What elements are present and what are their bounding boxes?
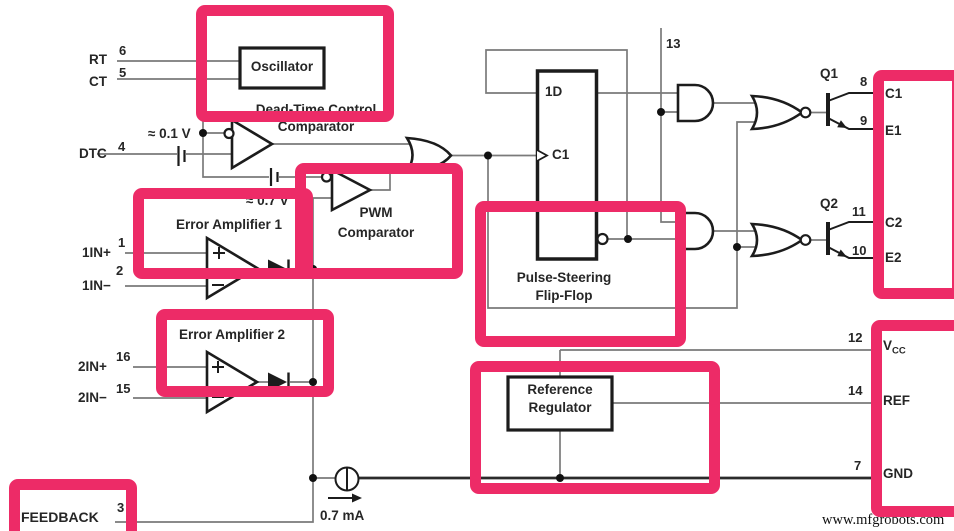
junction-dots [199,75,741,482]
error-amplifier2-triangle [205,349,260,415]
and-gate-2 [676,211,715,251]
offset-dtc-label: ≈ 0.1 V [148,126,191,141]
offset-source-dtc [177,146,186,166]
pin-num-dtc: 4 [118,139,126,154]
error-amplifier1-triangle [205,235,260,301]
flip-flop-label-1: Pulse-Steering [516,270,612,285]
ff-port-c1: C1 [552,147,570,162]
error-amp2-label: Error Amplifier 2 [179,327,286,342]
dtcomp-input-bubble [223,127,235,140]
offset-source-pwm [269,168,279,186]
flip-flop-box [535,69,599,261]
pin-num-feedback: 3 [117,500,125,515]
flip-flop-label-2: Flip-Flop [535,288,593,303]
pin-num-1inp: 1 [118,235,126,250]
diode-2 [268,372,290,392]
or-gate [404,136,453,173]
transistor-q1 [826,92,873,130]
pin-num-ref: 14 [848,383,863,398]
transistor-label-q1: Q1 [820,66,839,81]
watermark: www.mfgrobots.com [822,512,945,528]
dead-time-label-1: Dead-Time Control [255,102,377,117]
wire-feedback-node [115,197,332,523]
pin-label-dtc: DTC [79,146,107,161]
pin-num-2inp: 16 [116,349,131,364]
ref-reg-label-2: Regulator [528,400,592,415]
pin-label-2inn: 2IN− [78,390,107,405]
error-amp1-label: Error Amplifier 1 [176,217,283,232]
pin-num-13: 13 [666,36,681,51]
nor-gate-1 [749,94,805,131]
pin-label-c1: C1 [885,86,903,101]
current-source-label: 0.7 mA [320,508,365,523]
oscillator-box [238,46,326,90]
pin-label-ref: REF [883,393,910,408]
pin-num-rt: 6 [119,43,127,58]
pwm-label-1: PWM [359,205,393,220]
ff-port-1d: 1D [545,84,563,99]
pin-label-1inn: 1IN− [82,278,111,293]
pin-num-c1: 8 [860,74,868,89]
wires [97,28,872,523]
pwm-input-bubble [320,171,333,183]
pin-label-gnd: GND [883,466,913,481]
diode-1 [268,259,290,279]
wire-pwm-out [370,163,412,191]
dead-time-label-2: Comparator [277,119,355,134]
nor2-output-bubble [799,234,812,246]
pin-num-gnd: 7 [854,458,862,473]
current-source [328,466,362,503]
pin-label-e1: E1 [885,123,902,138]
pin-num-c2: 11 [852,204,866,219]
wire-ff-feedback [485,49,628,239]
dead-time-comparator-triangle [230,117,275,171]
oscillator-label: Oscillator [250,59,314,74]
offset-pwm-label: ≈ 0.7 V [246,193,289,208]
wire-or-to-nors [487,121,757,309]
pin-num-1inn: 2 [116,263,124,278]
flip-flop-clock-wedge [536,149,549,162]
nor-gate-2 [749,222,805,258]
ref-reg-label-1: Reference [527,382,593,397]
pwm-label-2: Comparator [337,225,415,240]
pin-num-2inn: 15 [116,381,131,396]
pin-label-feedback: FEEDBACK [21,509,99,525]
wire-pin13 [660,28,678,223]
pin-label-e2: E2 [885,250,902,265]
pin-num-e1: 9 [860,113,868,128]
transistor-q2 [826,221,873,259]
pin-label-vcc: VCC [883,338,906,357]
pin-label-1inp: 1IN+ [82,245,111,260]
ff-qbar-bubble [596,232,609,246]
opamp-polarity-marks [212,247,225,398]
transistor-label-q2: Q2 [820,196,839,211]
pin-num-e2: 10 [852,243,867,258]
pin-label-ct: CT [89,74,107,89]
inversion-bubbles [223,106,812,246]
nor1-output-bubble [799,106,812,119]
pin-num-vcc: 12 [848,330,863,345]
pin-label-2inp: 2IN+ [78,359,107,374]
pwm-comparator-triangle [330,167,373,213]
and-gate-1 [676,83,715,123]
reference-regulator-box [506,375,614,432]
pin-label-c2: C2 [885,215,903,230]
pin-label-rt: RT [89,52,107,67]
pin-num-ct: 5 [119,65,127,80]
